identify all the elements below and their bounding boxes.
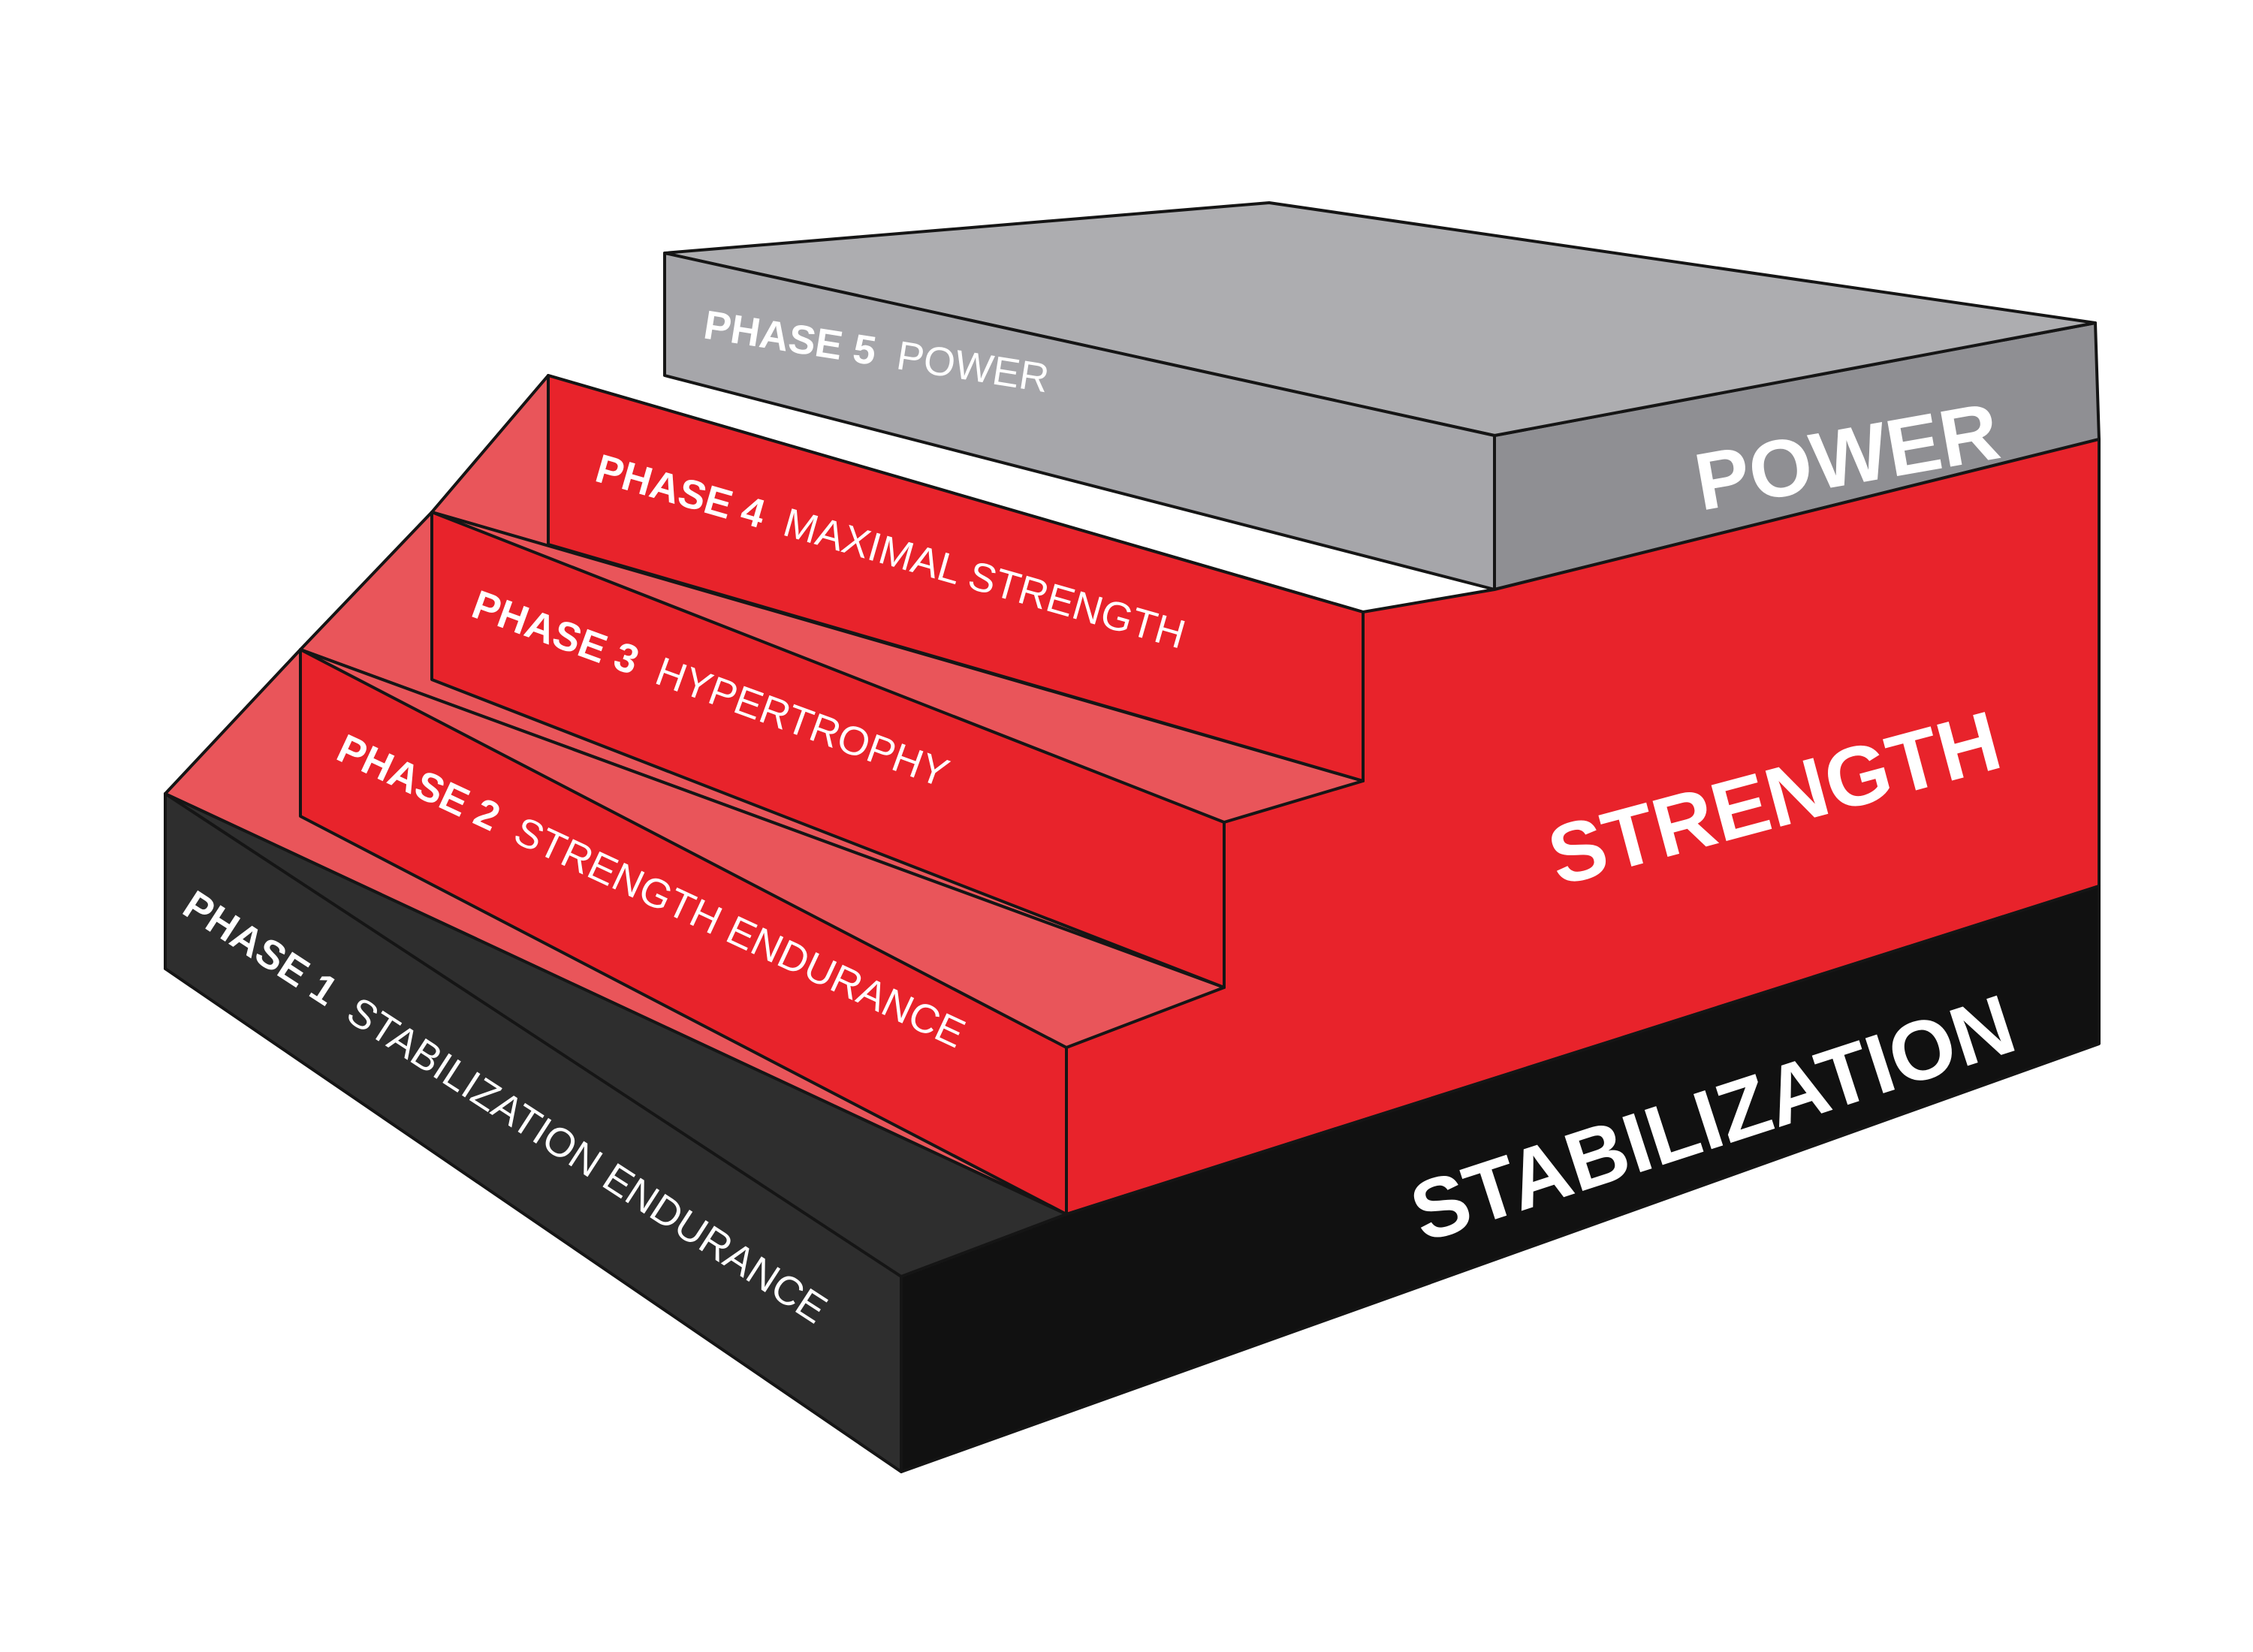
stabilization-block-front bbox=[164, 792, 903, 1473]
phase-4-riser bbox=[547, 374, 1365, 782]
phase-3-riser bbox=[430, 511, 1226, 989]
